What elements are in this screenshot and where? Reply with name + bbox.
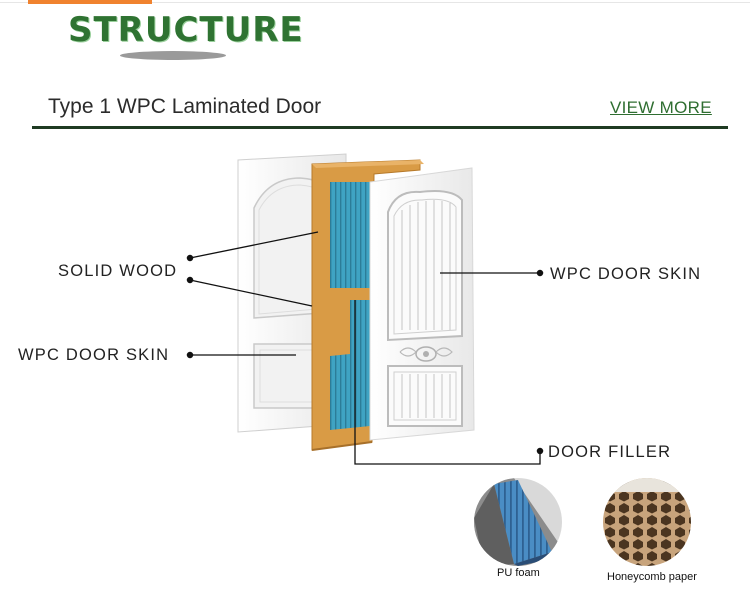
honeycomb-icon (603, 478, 691, 566)
pu-foam-icon (474, 478, 562, 566)
view-more-link[interactable]: VIEW MORE (610, 98, 712, 117)
title-shadow (120, 51, 226, 60)
label-wpc-door-skin-left: WPC DOOR SKIN (18, 346, 170, 364)
right-door-skin (369, 167, 475, 441)
solid-wood-frame (311, 159, 424, 451)
label-door-filler: DOOR FILLER (548, 443, 672, 461)
orange-accent-tab (28, 0, 152, 4)
label-wpc-door-skin-right: WPC DOOR SKIN (550, 265, 702, 283)
carved-ornament (399, 346, 453, 362)
page-title: STRUCTURE (68, 10, 304, 50)
label-solid-wood: SOLID WOOD (58, 262, 178, 280)
honeycomb-caption: Honeycomb paper (607, 571, 697, 583)
leader-lines (186, 231, 544, 465)
pu-foam-caption: PU foam (497, 567, 540, 579)
section-divider (32, 126, 728, 129)
section-heading: Type 1 WPC Laminated Door (48, 95, 322, 118)
top-border (0, 2, 750, 3)
